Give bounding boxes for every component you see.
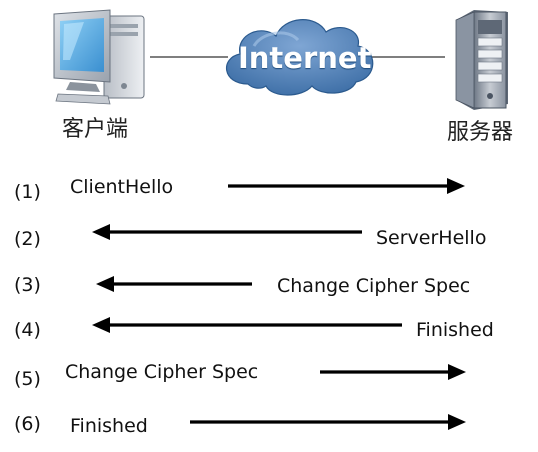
desktop-computer-icon: [53, 9, 145, 105]
step-number: (4): [14, 319, 41, 341]
server-label: 服务器: [447, 120, 514, 145]
arrow-head: [92, 224, 110, 240]
arrow-head: [447, 178, 465, 194]
arrow-to-server: [190, 414, 466, 430]
message-arrows: [92, 178, 466, 430]
arrow-to-client: [96, 276, 252, 292]
step-number: (3): [14, 274, 41, 296]
message-label: Change Cipher Spec: [65, 361, 259, 383]
arrow-head: [96, 276, 114, 292]
step-number: (2): [14, 228, 41, 250]
cloud-icon: [225, 19, 374, 96]
step-number: (1): [14, 181, 41, 203]
arrow-head: [448, 364, 466, 380]
arrow-to-server: [228, 178, 465, 194]
internet-label: Internet: [238, 41, 372, 75]
arrow-head: [92, 317, 110, 333]
arrow-to-server: [320, 364, 466, 380]
message-label: Change Cipher Spec: [277, 275, 471, 297]
server-tower-icon: [455, 10, 508, 110]
step-number: (5): [14, 368, 41, 390]
arrow-to-client: [92, 224, 362, 240]
arrow-to-client: [92, 317, 402, 333]
message-label: Finished: [416, 319, 494, 341]
client-label: 客户端: [62, 117, 129, 142]
message-label: ClientHello: [70, 176, 174, 198]
message-label: Finished: [70, 415, 148, 437]
message-label: ServerHello: [376, 227, 487, 249]
step-number: (6): [14, 413, 41, 435]
arrow-head: [448, 414, 466, 430]
